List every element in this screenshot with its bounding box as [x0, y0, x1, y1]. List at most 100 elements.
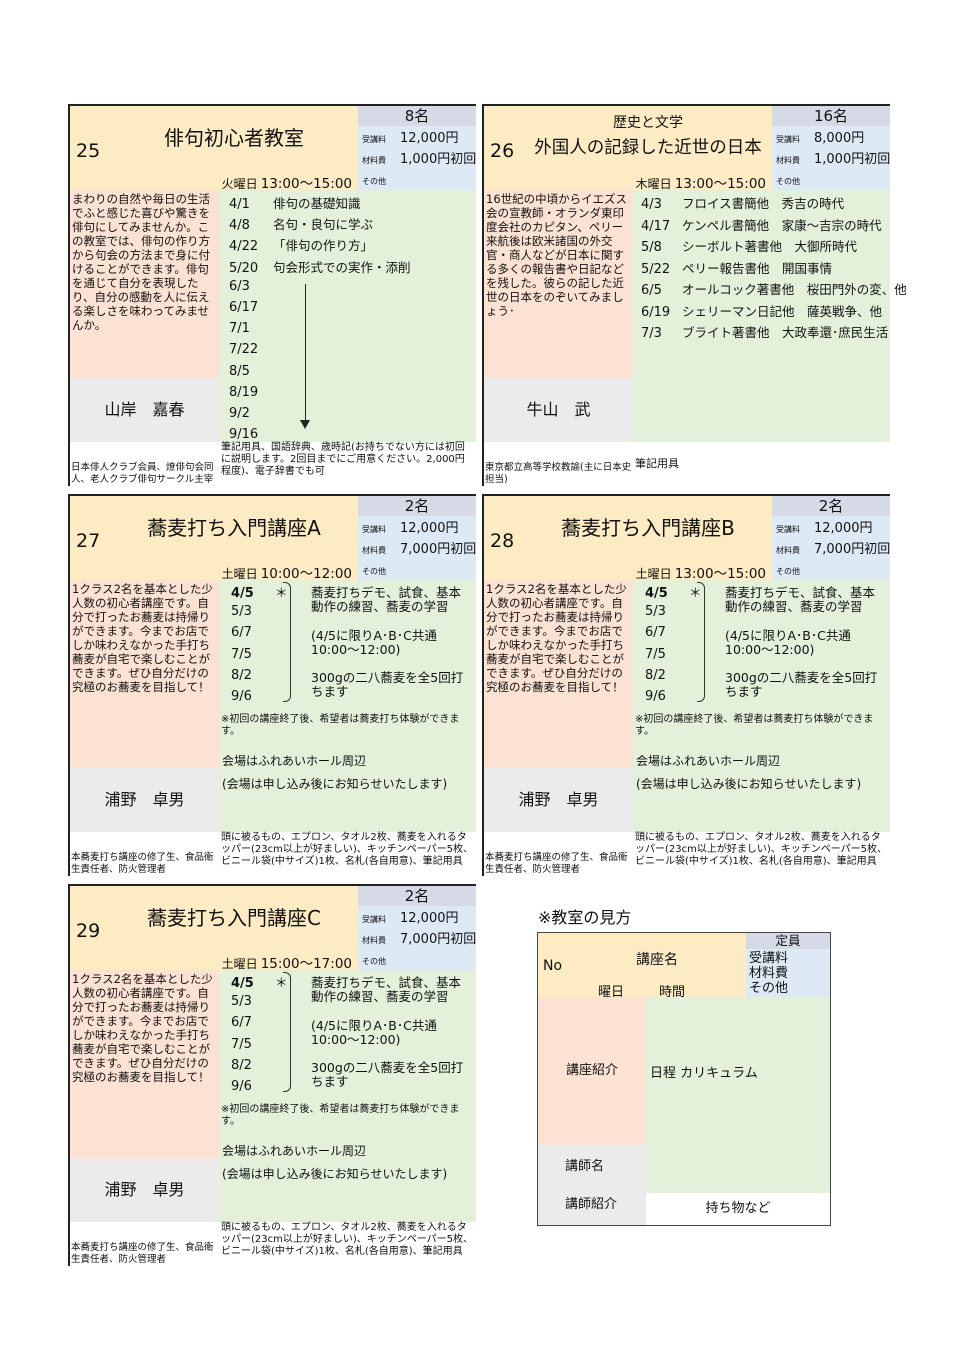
schedule-date: 4/5 — [645, 586, 668, 601]
fee-label: 受講料 — [362, 135, 386, 144]
schedule-date: 5/3 — [231, 604, 252, 620]
course-time: 13:00～15:00 — [674, 566, 766, 582]
schedule-date: 7/5 — [645, 646, 666, 662]
schedule-item: 9/2 — [229, 405, 273, 421]
schedule-date: 4/3 — [641, 197, 662, 212]
first-lesson-note: ※初回の講座終了後、希望者は蕎麦打ち体験ができます。 — [635, 714, 874, 737]
schedule-date: 9/6 — [231, 1079, 252, 1094]
schedule-item: 6/17 — [229, 299, 273, 315]
schedule-date: 6/3 — [229, 278, 250, 294]
lesson-desc-3: 300gの二八蕎麦を全5回打ちます — [311, 1060, 464, 1089]
schedule-date: 7/3 — [641, 326, 662, 341]
schedule-topic: シーボルト著書他 大御所時代 — [682, 239, 858, 254]
schedule-item: 8/5 — [229, 363, 273, 379]
course-day: 土曜日 — [635, 567, 672, 581]
course-intro: まわりの自然や毎日の生活でふと感じた喜びや驚きを俳句にしてみませんか。この教室で… — [70, 190, 219, 378]
lesson-desc-3: 300gの二八蕎麦を全5回打ちます — [725, 670, 878, 699]
schedule-date: 6/19 — [641, 304, 671, 320]
course-title: 蕎麦打ち入門講座B — [561, 516, 735, 540]
schedule-date: 4/5 — [231, 586, 254, 601]
legend-title: ※教室の見方 — [538, 908, 632, 927]
schedule-item: 7/5 — [231, 1036, 275, 1052]
schedule-date: 8/2 — [645, 667, 666, 683]
course-number: 28 — [490, 530, 515, 552]
course-number: 29 — [76, 920, 101, 942]
fee-label: 受講料 — [362, 915, 386, 924]
star-mark: ＊ — [275, 975, 288, 990]
schedule-date: 5/22 — [641, 261, 671, 277]
legend-other: その他 — [749, 981, 789, 996]
other-label: その他 — [362, 567, 386, 576]
schedule-date: 8/5 — [229, 363, 250, 379]
fee-value: 8,000円 — [814, 131, 865, 146]
legend-teacher: 講師名 講師紹介 — [538, 1145, 646, 1225]
schedule-date: 4/5 — [231, 976, 254, 991]
schedule-date: 9/6 — [231, 689, 252, 704]
material-label: 材料費 — [776, 156, 800, 165]
schedule-topic: ペリー報告書他 開国事情 — [682, 260, 833, 276]
lesson-desc-2: (4/5に限りA･B･C共通 10:00～12:00) — [311, 628, 450, 657]
fee-label: 受講料 — [776, 525, 800, 534]
fee-row-other: その他 — [776, 170, 890, 191]
material-value: 7,000円初回 — [814, 542, 891, 557]
schedule-item: 9/6 — [231, 688, 275, 704]
course-time: 10:00～12:00 — [260, 566, 352, 582]
schedule-item: 4/5 ＊ — [231, 972, 288, 991]
legend-fee: 受講料 — [749, 951, 789, 966]
schedule-item: 7/5 — [645, 646, 689, 662]
bracket — [697, 582, 705, 702]
bracket — [283, 972, 291, 1092]
course-capacity: 2名 — [358, 886, 476, 906]
teacher-info: 本蕎麦打ち講座の修了生、食品衛生責任者、防火管理者 — [70, 832, 219, 876]
legend-teacher-label: 講師名 — [565, 1159, 605, 1174]
schedule-topic: シェリーマン日記他 薩英戦争、他 — [682, 303, 883, 319]
lesson-desc-3: 300gの二八蕎麦を全5回打ちます — [311, 670, 464, 699]
venue-note: (会場は申し込み後にお知らせいたします) — [222, 777, 448, 791]
fee-row-other: その他 — [362, 560, 476, 581]
venue-note: (会場は申し込み後にお知らせいたします) — [636, 777, 862, 791]
schedule-date: 4/17 — [641, 218, 671, 234]
course-intro: 16世紀の中頃からイエズス会の宣教師・オランダ東印度会社のカピタン、ペリー来航後… — [484, 190, 633, 378]
material-label: 材料費 — [776, 546, 800, 555]
course-time: 15:00～17:00 — [260, 956, 352, 972]
legend-day: 曜日 — [598, 985, 625, 1000]
first-lesson-note: ※初回の講座終了後、希望者は蕎麦打ち体験ができます。 — [221, 714, 460, 737]
course-day: 土曜日 — [221, 567, 258, 581]
legend-header: No 講座名 曜日 時間 — [538, 933, 746, 1000]
schedule-item: 5/3 — [645, 603, 689, 619]
legend-no: No — [543, 958, 563, 974]
course-day: 土曜日 — [221, 957, 258, 971]
schedule-item: 5/3 — [231, 993, 275, 1009]
star-mark: ＊ — [275, 585, 288, 600]
fee-row-material: 材料費 7,000円初回 — [776, 539, 890, 560]
fee-label: 受講料 — [776, 135, 800, 144]
course-number: 27 — [76, 530, 101, 552]
course-time: 13:00～15:00 — [674, 176, 766, 192]
schedule-item: 8/2 — [645, 667, 689, 683]
schedule-date: 6/17 — [229, 300, 259, 315]
legend-schedule-label: 日程 カリキュラム — [650, 1066, 758, 1081]
course-day: 火曜日 — [221, 177, 258, 191]
items-to-bring: 筆記用具 — [633, 442, 890, 486]
schedule-item: 9/16 — [229, 426, 273, 442]
course-intro: 1クラス2名を基本とした少人数の初心者講座です。自分で打ったお蕎麦は持帰りができ… — [484, 580, 633, 768]
other-label: その他 — [776, 567, 800, 576]
schedule-date: 4/22 — [229, 239, 259, 255]
schedule-item: 6/7 — [231, 1014, 275, 1030]
